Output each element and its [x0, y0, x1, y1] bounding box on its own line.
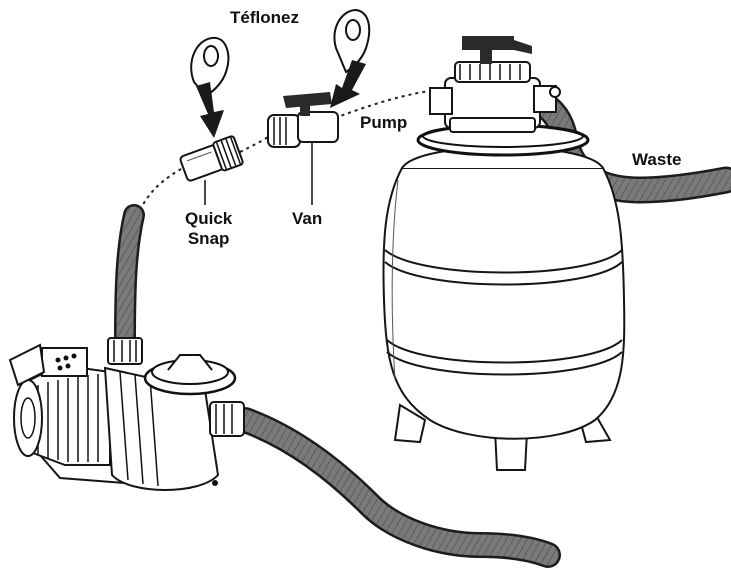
- quick-snap-fitting: [179, 135, 244, 182]
- label-valve: Van: [292, 209, 323, 228]
- sand-filter-tank: [382, 123, 626, 471]
- teflon-tape-right: [330, 8, 371, 108]
- teflon-tape-left: [190, 36, 230, 138]
- label-quick-snap: Quick Snap: [185, 209, 232, 249]
- arrow-right: [330, 60, 366, 108]
- ball-valve: [267, 92, 339, 148]
- suction-hose: [114, 204, 145, 351]
- arrow-left: [196, 82, 224, 138]
- terminal-box: [41, 347, 88, 377]
- multiport-valve: [429, 36, 561, 133]
- pool-pump: [8, 337, 245, 491]
- label-teflon: Téflonez: [230, 8, 299, 27]
- valve-lever: [283, 92, 332, 108]
- label-quick-line1: Quick: [185, 209, 233, 228]
- label-quick-line2: Snap: [187, 229, 230, 248]
- return-hose: [232, 407, 561, 568]
- label-waste: Waste: [632, 150, 682, 169]
- valve-handle: [462, 36, 514, 50]
- label-pump: Pump: [360, 113, 408, 132]
